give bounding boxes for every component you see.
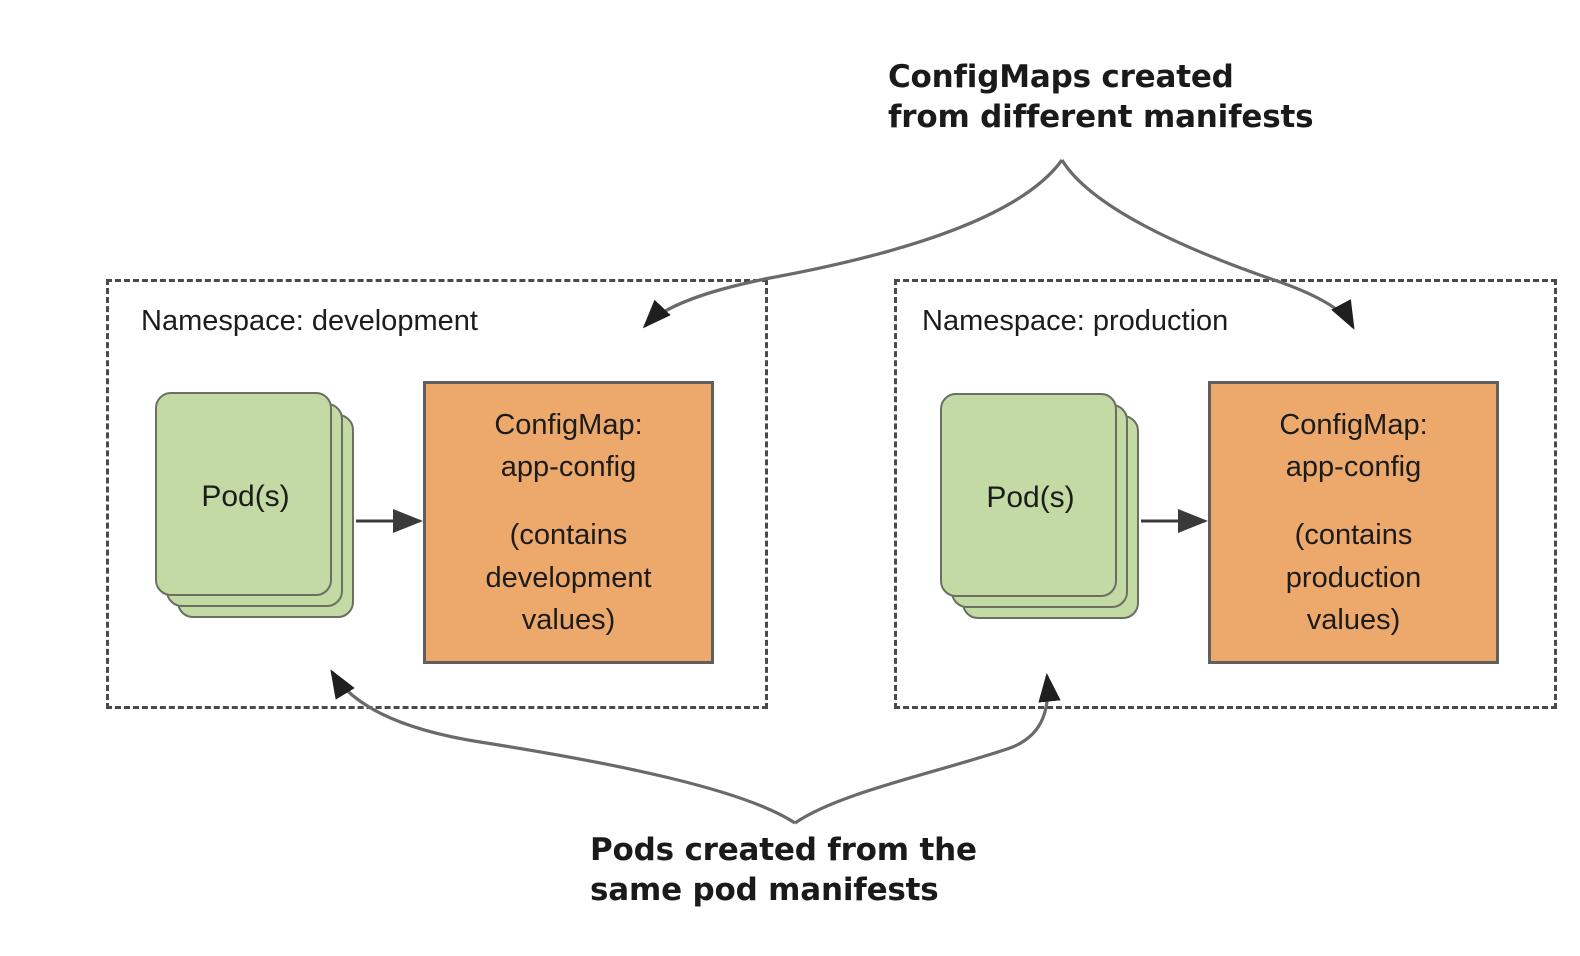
pod-stack-production[interactable]: Pod(s) <box>940 393 1140 635</box>
namespace-label-production: Namespace: production <box>922 305 1229 337</box>
callout-configmaps-created: ConfigMaps created from different manife… <box>888 59 1314 135</box>
configmap-title-development: ConfigMap: app-config <box>494 409 643 484</box>
pod-card-front: Pod(s) <box>940 393 1117 597</box>
configmap-box-production[interactable]: ConfigMap: app-config (contains producti… <box>1208 381 1499 664</box>
pod-stack-development[interactable]: Pod(s) <box>155 392 355 634</box>
pod-label-production: Pod(s) <box>986 481 1075 514</box>
configmap-subtitle-production: (contains production values) <box>1285 519 1422 636</box>
namespace-label-development: Namespace: development <box>141 305 478 337</box>
configmap-subtitle-development: (contains development values) <box>485 519 652 636</box>
pod-label-development: Pod(s) <box>201 480 290 513</box>
pod-card-front: Pod(s) <box>155 392 332 596</box>
configmap-box-development[interactable]: ConfigMap: app-config (contains developm… <box>423 381 714 664</box>
callout-pods-created: Pods created from the same pod manifests <box>590 832 977 908</box>
configmap-title-production: ConfigMap: app-config <box>1279 409 1428 484</box>
